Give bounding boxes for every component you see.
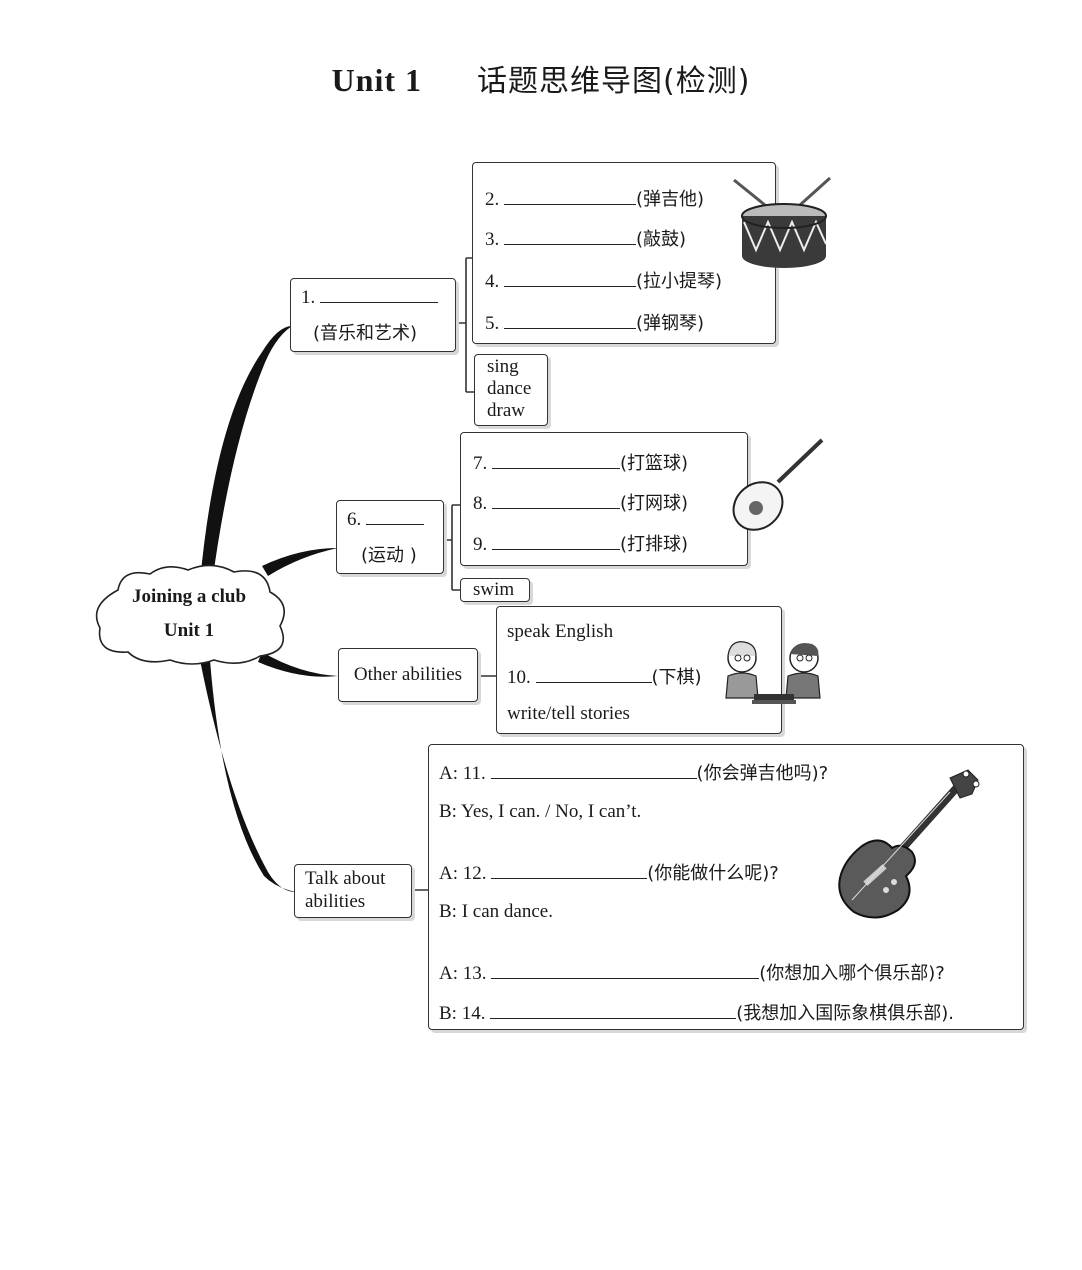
sports-extra: swim — [473, 579, 515, 600]
music-extra-list: sing dance draw — [487, 356, 532, 421]
answer-blank-11[interactable] — [490, 764, 697, 779]
center-subtitle: Unit 1 — [163, 620, 215, 641]
branch-to-talk — [200, 660, 296, 892]
sports-item-9: 9. (打排球) — [473, 534, 689, 555]
other-line-stories: write/tell stories — [507, 703, 630, 724]
sports-num: 6. — [347, 509, 362, 530]
dialogue-answer-b2: B: I can dance. — [439, 901, 553, 922]
other-item-10: 10. (下棋) — [507, 667, 702, 688]
music-item-2: 2. (弹吉他) — [485, 189, 705, 210]
drum-icon — [733, 176, 832, 268]
music-items-box: 2. (弹吉他) 3. (敲鼓) 4. (拉小提琴) 5. (弹钢琴) — [472, 162, 776, 344]
sports-items-box: 7. (打篮球) 8. (打网球) 9. (打排球) — [460, 432, 748, 566]
answer-blank-10[interactable] — [535, 668, 652, 683]
other-line-speak: speak English — [507, 621, 614, 642]
sports-bracket — [444, 504, 460, 591]
answer-blank-14[interactable] — [490, 1004, 737, 1019]
sports-extra-box: swim — [460, 578, 530, 602]
kids-chess-icon — [725, 641, 821, 704]
center-node: Joining a club Unit 1 — [104, 580, 274, 648]
music-extra-box: sing dance draw — [474, 354, 548, 426]
dialogue-box: A: 11. (你会弹吉他吗)? B: Yes, I can. / No, I … — [428, 744, 1024, 1030]
music-item-3: 3. (敲鼓) — [485, 229, 687, 250]
other-abilities-node: Other abilities — [338, 648, 478, 702]
music-bracket — [458, 257, 474, 393]
sports-cn: (运动 ) — [361, 545, 417, 566]
music-cn: (音乐和艺术) — [313, 323, 418, 344]
branch-to-sports — [262, 548, 338, 576]
dialogue-line-11: A: 11. (你会弹吉他吗)? — [439, 763, 829, 784]
other-abilities-label: Other abilities — [353, 664, 463, 685]
sports-blank[interactable] — [366, 510, 424, 525]
talk-label: Talk about abilities — [305, 868, 386, 912]
tennis-racket-icon — [732, 438, 824, 531]
answer-blank-12[interactable] — [491, 864, 648, 879]
title-chinese: 话题思维导图(检测) — [477, 64, 751, 99]
music-num: 1. — [301, 287, 316, 308]
answer-blank-4[interactable] — [504, 272, 636, 287]
dialogue-line-14: B: 14. (我想加入国际象棋俱乐部). — [439, 1003, 954, 1024]
answer-blank-2[interactable] — [504, 190, 636, 205]
answer-blank-5[interactable] — [504, 314, 636, 329]
dialogue-answer-b1: B: Yes, I can. / No, I can’t. — [439, 801, 642, 822]
answer-blank-3[interactable] — [504, 230, 636, 245]
answer-blank-7[interactable] — [492, 454, 620, 469]
music-node: 1. (音乐和艺术) — [290, 278, 456, 352]
center-cloud-shape — [95, 564, 286, 665]
sports-item-7: 7. (打篮球) — [473, 453, 689, 474]
dialogue-line-12: A: 12. (你能做什么呢)? — [439, 863, 779, 884]
answer-blank-9[interactable] — [492, 535, 620, 550]
dialogue-line-13: A: 13. (你想加入哪个俱乐部)? — [439, 963, 945, 984]
branch-to-music — [200, 326, 292, 584]
music-item-4: 4. (拉小提琴) — [485, 271, 723, 292]
center-title: Joining a club — [131, 586, 247, 607]
answer-blank-13[interactable] — [491, 964, 760, 979]
guitar-icon — [838, 769, 980, 919]
talk-node: Talk about abilities — [294, 864, 412, 918]
title-unit: Unit 1 — [331, 62, 423, 98]
music-item-5: 5. (弹钢琴) — [485, 313, 705, 334]
sports-node: 6. (运动 ) — [336, 500, 444, 574]
page-title: Unit 1 话题思维导图(检测) — [0, 56, 1082, 100]
music-blank[interactable] — [320, 288, 438, 303]
sports-item-8: 8. (打网球) — [473, 493, 689, 514]
answer-blank-8[interactable] — [492, 494, 620, 509]
